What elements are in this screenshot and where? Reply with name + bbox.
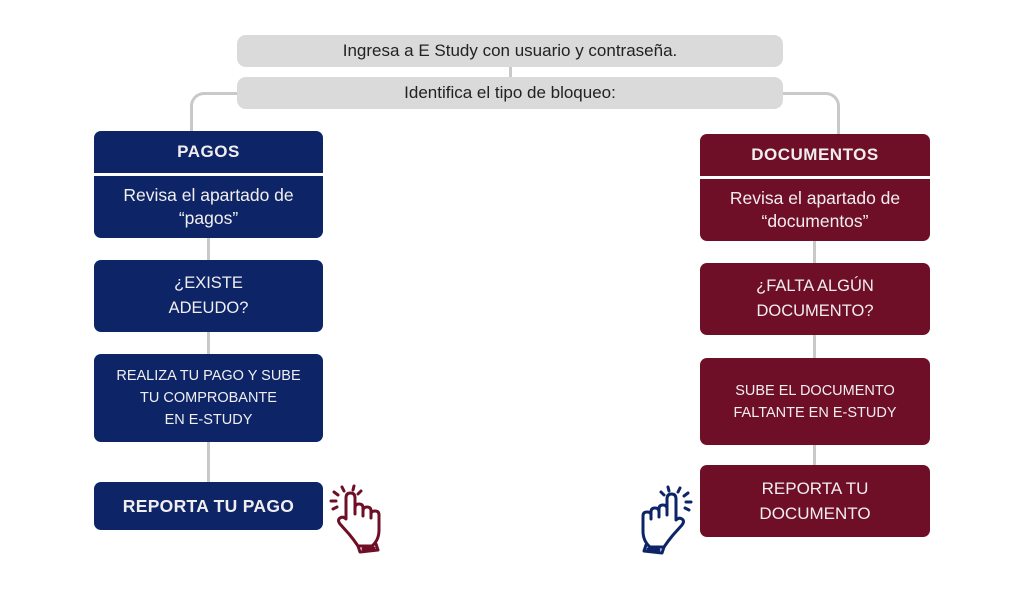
connector-right-1 xyxy=(813,241,816,263)
connector-left-2 xyxy=(207,332,210,354)
report-payment-button[interactable]: REPORTA TU PAGO xyxy=(94,482,323,530)
documentos-title: DOCUMENTOS xyxy=(700,134,930,179)
hand-pointer-icon xyxy=(322,484,392,556)
pagos-title: PAGOS xyxy=(94,131,323,176)
connector-top xyxy=(509,66,512,78)
connector-right-2 xyxy=(813,335,816,358)
step-login: Ingresa a E Study con usuario y contrase… xyxy=(237,35,783,67)
pagos-question-box: ¿EXISTE ADEUDO? xyxy=(94,260,323,332)
documentos-check-text: Revisa el apartado de “documentos” xyxy=(729,188,901,231)
hand-pointer-icon xyxy=(630,485,700,557)
connector-right-3 xyxy=(813,445,816,465)
step-identify: Identifica el tipo de bloqueo: xyxy=(237,77,783,109)
step-identify-text: Identifica el tipo de bloqueo: xyxy=(404,83,616,102)
pagos-action-box: REALIZA TU PAGO Y SUBE TU COMPROBANTE EN… xyxy=(94,354,323,442)
report-document-button[interactable]: REPORTA TU DOCUMENTO xyxy=(700,465,930,537)
connector-left-branch xyxy=(190,92,240,134)
pagos-header-box: PAGOS Revisa el apartado de “pagos” xyxy=(94,131,323,238)
connector-right-branch xyxy=(782,92,840,136)
documentos-question-box: ¿FALTA ALGÚN DOCUMENTO? xyxy=(700,263,930,335)
connector-left-3 xyxy=(207,442,210,482)
pagos-check-text: Revisa el apartado de “pagos” xyxy=(123,185,294,228)
documentos-action-box: SUBE EL DOCUMENTO FALTANTE EN E-STUDY xyxy=(700,358,930,445)
documentos-header-box: DOCUMENTOS Revisa el apartado de “docume… xyxy=(700,134,930,241)
step-login-text: Ingresa a E Study con usuario y contrase… xyxy=(342,41,678,60)
connector-left-1 xyxy=(207,238,210,260)
